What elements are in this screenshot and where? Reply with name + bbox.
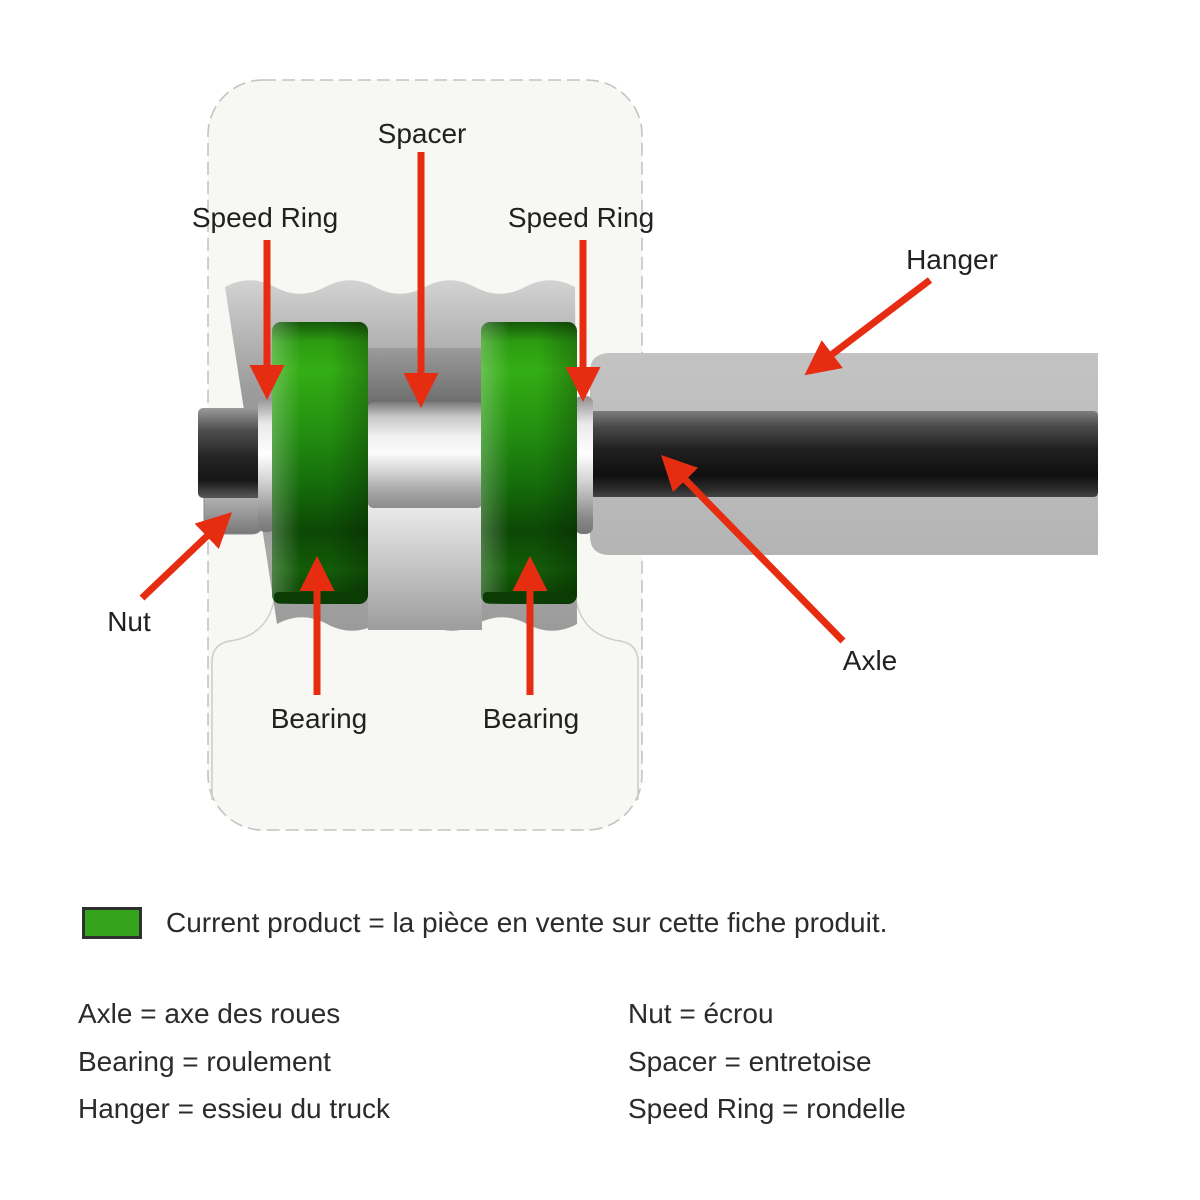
glossary-bearing: Bearing = roulement <box>78 1046 331 1077</box>
glossary-spacer: Spacer = entretoise <box>628 1046 872 1077</box>
label-nut: Nut <box>107 606 151 637</box>
axle-arrow <box>661 454 846 644</box>
bearing-left-shape <box>272 322 368 604</box>
speed-ring-left-shape <box>258 398 275 532</box>
speed-ring-right-shape <box>575 396 593 534</box>
label-axle: Axle <box>842 645 898 676</box>
label-speed-ring-left: Speed Ring <box>191 202 339 233</box>
nut-arrow <box>139 512 233 601</box>
wheel-inner-step-right <box>573 585 639 800</box>
glossary-speed-ring: Speed Ring = rondelle <box>628 1093 906 1124</box>
label-spacer: Spacer <box>377 118 467 149</box>
hanger-arrow <box>804 277 933 376</box>
spacer-shape <box>368 402 482 508</box>
label-speed-ring-right: Speed Ring <box>507 202 655 233</box>
legend-text: Current product = la pièce en vente sur … <box>166 907 888 938</box>
label-bearing-right: Bearing <box>482 703 580 734</box>
hub-bore-shadow <box>368 348 482 406</box>
legend-green-swatch <box>82 907 142 939</box>
hub-bore-highlight <box>368 502 482 630</box>
wheel-inner-step-left <box>211 585 277 800</box>
label-hanger: Hanger <box>906 244 998 275</box>
bearing-right-shape <box>481 322 577 604</box>
annotation-arrows <box>139 152 933 695</box>
glossary-axle: Axle = axe des roues <box>78 998 341 1029</box>
glossary-hanger: Hanger = essieu du truck <box>78 1093 391 1124</box>
axle-shape <box>584 411 1098 497</box>
label-bearing-left: Bearing <box>270 703 368 734</box>
nut-shape <box>198 408 264 498</box>
glossary-nut: Nut = écrou <box>628 998 774 1029</box>
